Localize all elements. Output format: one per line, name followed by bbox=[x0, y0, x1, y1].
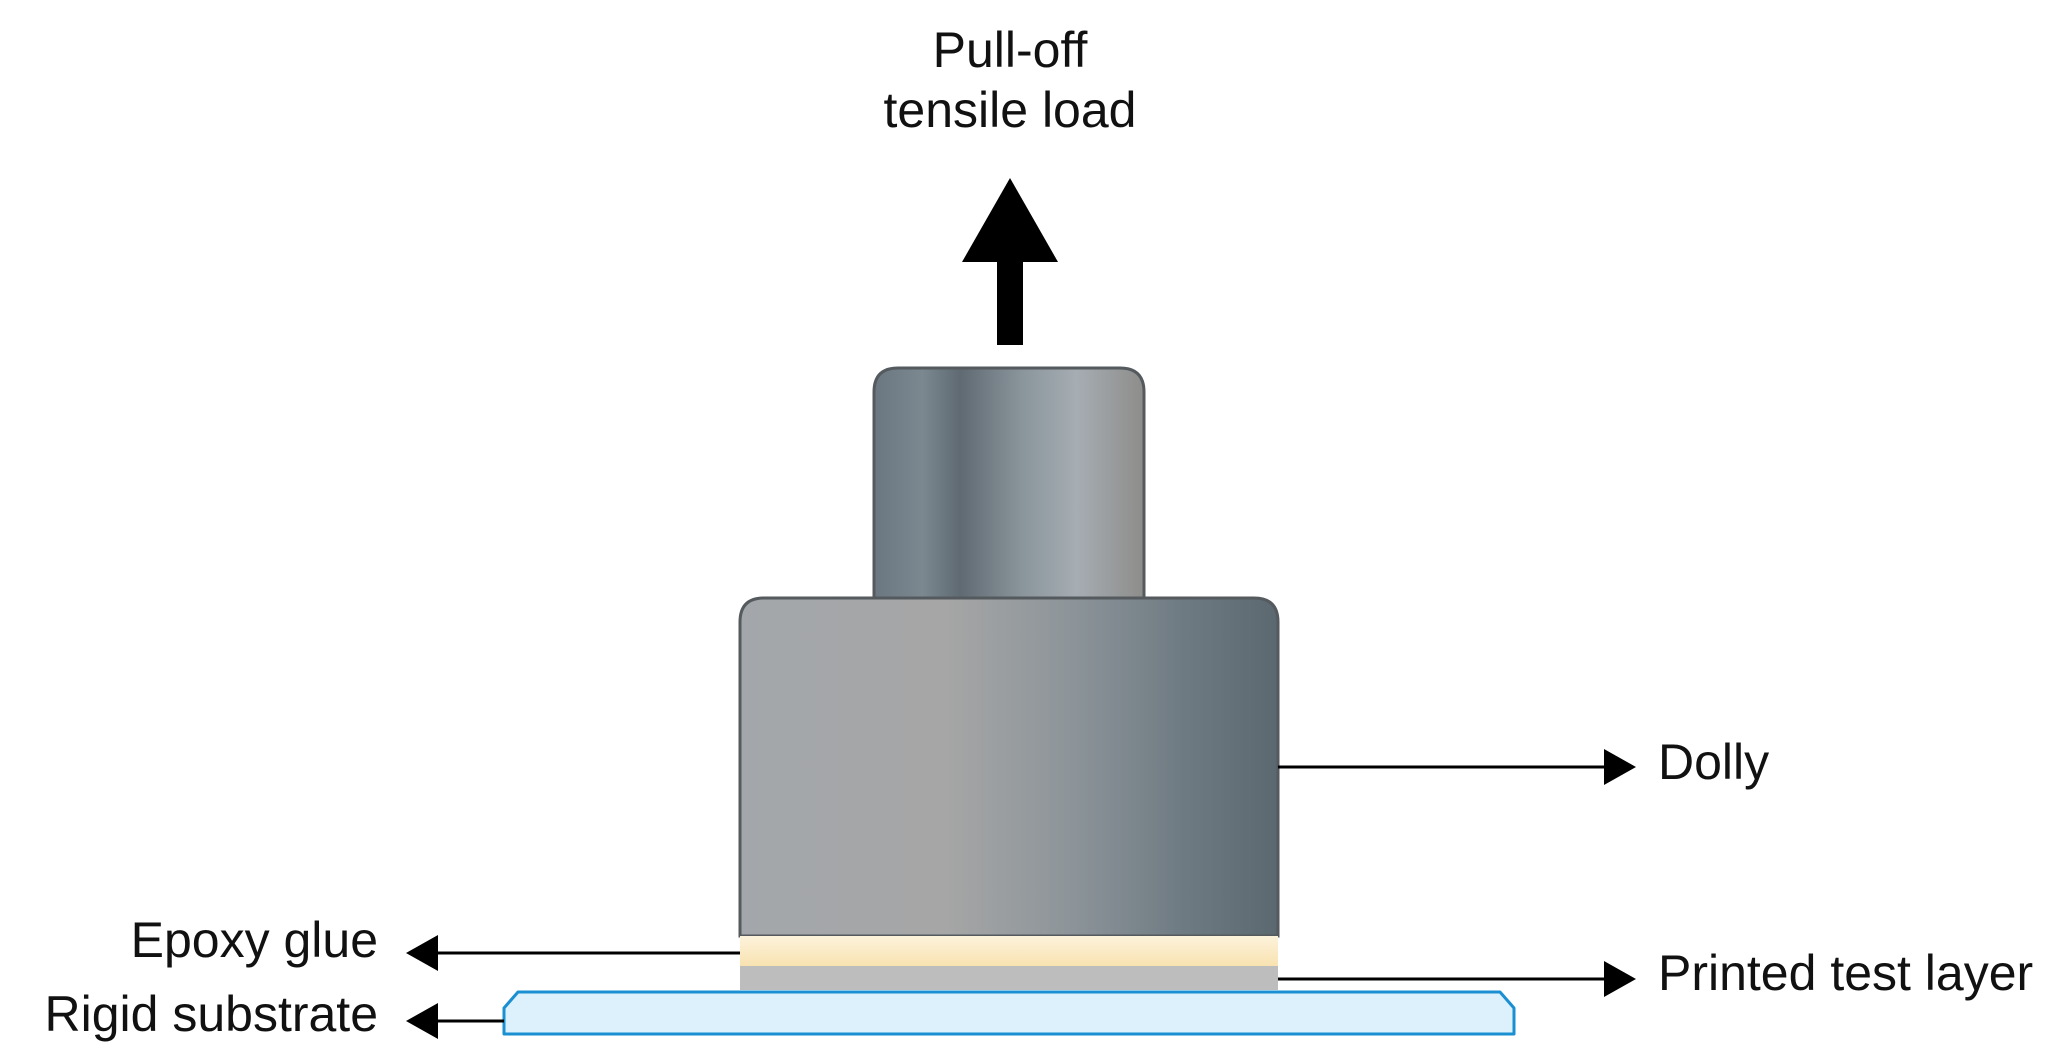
arrow-head-icon bbox=[1604, 961, 1636, 997]
dolly-top-cylinder bbox=[872, 366, 1146, 600]
arrow-head-icon bbox=[406, 1003, 438, 1039]
load-label-line2: tensile load bbox=[883, 82, 1137, 138]
printed-test-layer-label: Printed test layer bbox=[1658, 945, 2034, 1001]
load-label: Pull-off tensile load bbox=[810, 20, 1210, 140]
load-label-line1: Pull-off bbox=[932, 22, 1088, 78]
rigid-substrate bbox=[502, 990, 1516, 1036]
epoxy-callout-arrow bbox=[406, 935, 740, 971]
arrow-head-icon bbox=[1604, 749, 1636, 785]
load-arrow-icon bbox=[962, 178, 1058, 345]
load-arrow-shaft bbox=[997, 258, 1023, 345]
dolly-label: Dolly bbox=[1658, 734, 1770, 790]
dolly-callout-arrow bbox=[1278, 749, 1636, 785]
rigid-substrate-label: Rigid substrate bbox=[44, 986, 379, 1042]
arrow-head-icon bbox=[406, 935, 438, 971]
epoxy-glue-layer bbox=[740, 936, 1278, 966]
printed-test-layer bbox=[740, 966, 1278, 990]
load-arrow-head bbox=[962, 178, 1058, 262]
substrate-callout-arrow bbox=[406, 1003, 504, 1039]
epoxy-glue-label: Epoxy glue bbox=[130, 912, 378, 968]
dolly-base-cylinder bbox=[738, 596, 1280, 938]
printed-layer-callout-arrow bbox=[1278, 961, 1636, 997]
